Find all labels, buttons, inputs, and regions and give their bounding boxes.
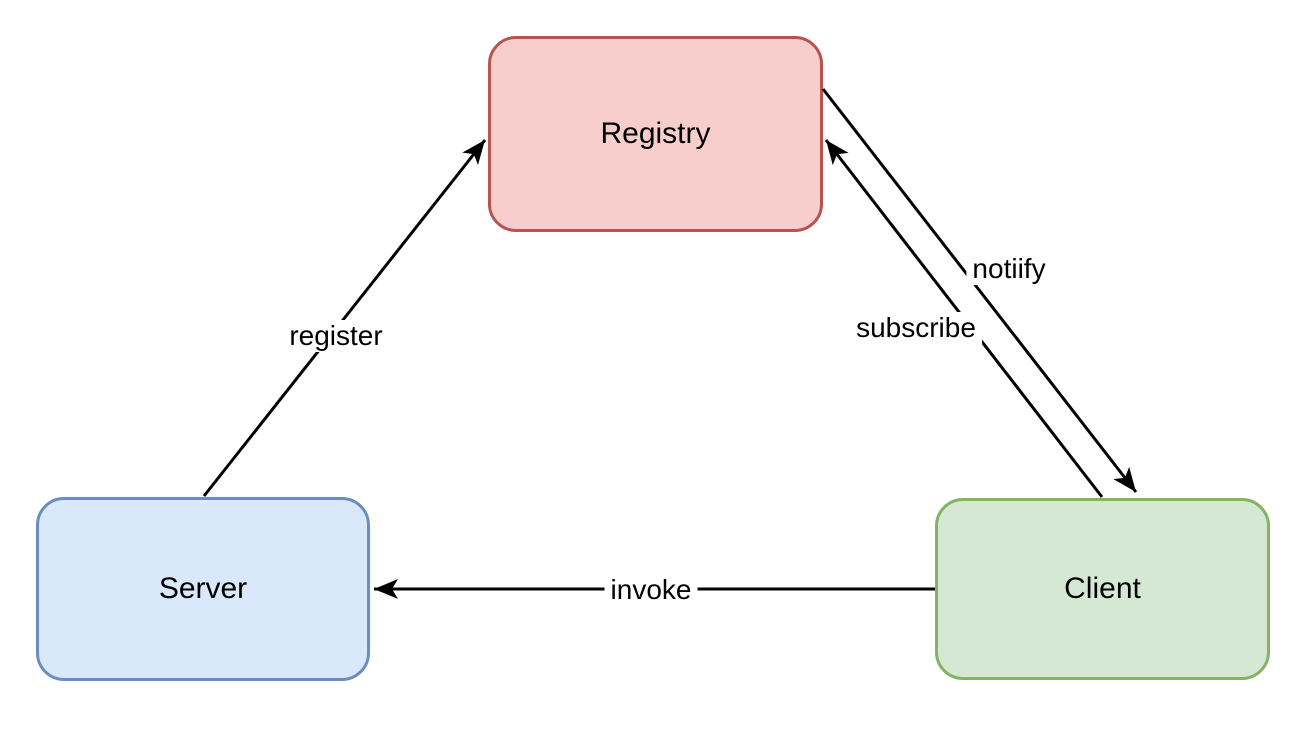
edge-label-register: register bbox=[283, 320, 389, 352]
edge-label-notiify: notiify bbox=[966, 253, 1052, 285]
node-client-label: Client bbox=[1064, 572, 1141, 605]
edge-register-line bbox=[202, 139, 487, 497]
edge-label-invoke: invoke bbox=[604, 574, 698, 606]
node-registry-label: Registry bbox=[600, 117, 711, 150]
node-registry: Registry bbox=[488, 36, 823, 232]
edge-label-subscribe: subscribe bbox=[850, 312, 982, 344]
node-server-label: Server bbox=[158, 572, 248, 605]
node-server: Server bbox=[36, 497, 370, 681]
edge-notiify-line bbox=[821, 88, 1138, 493]
node-client: Client bbox=[935, 498, 1270, 680]
